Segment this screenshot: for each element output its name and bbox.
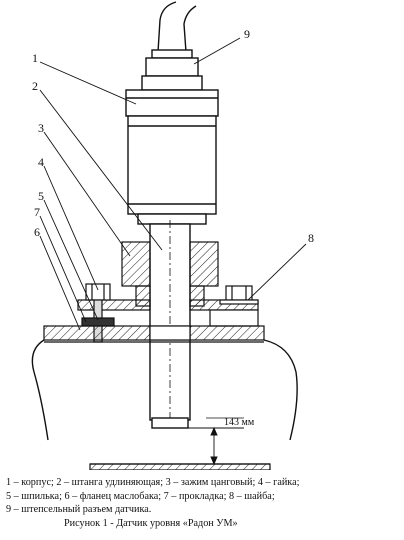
legend-line-2: 5 – шпилька; 6 – фланец маслобака; 7 – п… [6, 490, 275, 502]
tank-body [31, 339, 298, 441]
stud-and-washer-right [219, 285, 259, 305]
tank-bottom [89, 463, 271, 470]
figure-caption: Рисунок 1 - Датчик уровня «Радон УМ» [64, 517, 238, 529]
legend-line-3: 9 – штепсельный разъем датчика. [6, 504, 152, 515]
housing-part-1 [125, 89, 219, 225]
callout-1: 1 [32, 51, 38, 65]
sensor-drawing: 143 мм 1 2 3 4 5 7 6 8 9 [31, 1, 314, 470]
leader-lines [39, 37, 307, 331]
dimension-label: 143 мм [224, 417, 255, 428]
callout-2: 2 [32, 79, 38, 93]
cable [157, 1, 197, 53]
callout-8: 8 [308, 231, 314, 245]
legend-line-1: 1 – корпус; 2 – штанга удлиняющая; 3 – з… [6, 477, 300, 488]
callout-9: 9 [244, 27, 250, 41]
legend: 1 – корпус; 2 – штанга удлиняющая; 3 – з… [6, 476, 402, 530]
stud-and-nut-left [81, 283, 115, 343]
callout-4: 4 [38, 155, 44, 169]
collet-clamp-part-3 [121, 241, 219, 307]
callout-3: 3 [38, 121, 44, 135]
callout-6: 6 [34, 225, 40, 239]
connector-part-9 [141, 49, 203, 91]
dimension-line [188, 417, 244, 466]
callout-5: 5 [38, 189, 44, 203]
rod-part-2 [149, 220, 191, 429]
callout-7: 7 [34, 205, 40, 219]
tank-flange-part-6 [43, 325, 265, 343]
